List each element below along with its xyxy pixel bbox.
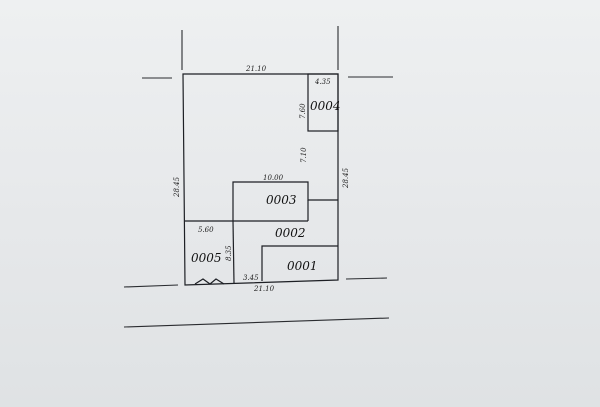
plot-outline xyxy=(182,73,339,286)
parcel-label-0003: 0003 xyxy=(266,193,297,207)
parcel-0004-outline xyxy=(307,73,339,132)
dimension-labels: 21.10 4.35 7.60 7.10 10.00 28.45 28.45 5… xyxy=(173,65,350,293)
road-lines xyxy=(123,26,393,328)
parcel-labels: 0004 0003 0002 0001 0005 xyxy=(191,99,341,273)
dimension-left-low: 5.60 xyxy=(198,226,214,234)
parcel-label-0001: 0001 xyxy=(287,259,318,273)
dimension-mid: 10.00 xyxy=(263,174,284,182)
dimension-top: 21.10 xyxy=(245,65,267,73)
dimension-0004-height: 7.60 xyxy=(299,103,307,119)
dimension-8-35: 8.35 xyxy=(225,245,233,261)
parcel-label-0004: 0004 xyxy=(310,99,341,113)
dimension-bottom-small: 3.45 xyxy=(243,274,259,282)
parcel-0003-outline xyxy=(185,181,338,222)
road-line-bottom-left xyxy=(123,284,179,288)
parcel-label-0002: 0002 xyxy=(275,226,306,240)
dimension-7-10: 7.10 xyxy=(300,147,308,163)
plot-boundary xyxy=(182,73,339,286)
road-line-lower-long xyxy=(123,317,390,328)
dimension-bottom: 21.10 xyxy=(253,285,275,293)
parcel-0001-outline xyxy=(261,245,338,281)
dimension-top-right: 4.35 xyxy=(314,78,331,86)
entrance-mark xyxy=(194,278,225,285)
dimension-right: 28.45 xyxy=(342,167,350,189)
dimension-left: 28.45 xyxy=(173,176,181,198)
parcel-label-0005: 0005 xyxy=(191,251,222,265)
parcel-0005-divider xyxy=(232,220,235,284)
road-line-bottom-right xyxy=(345,277,388,280)
